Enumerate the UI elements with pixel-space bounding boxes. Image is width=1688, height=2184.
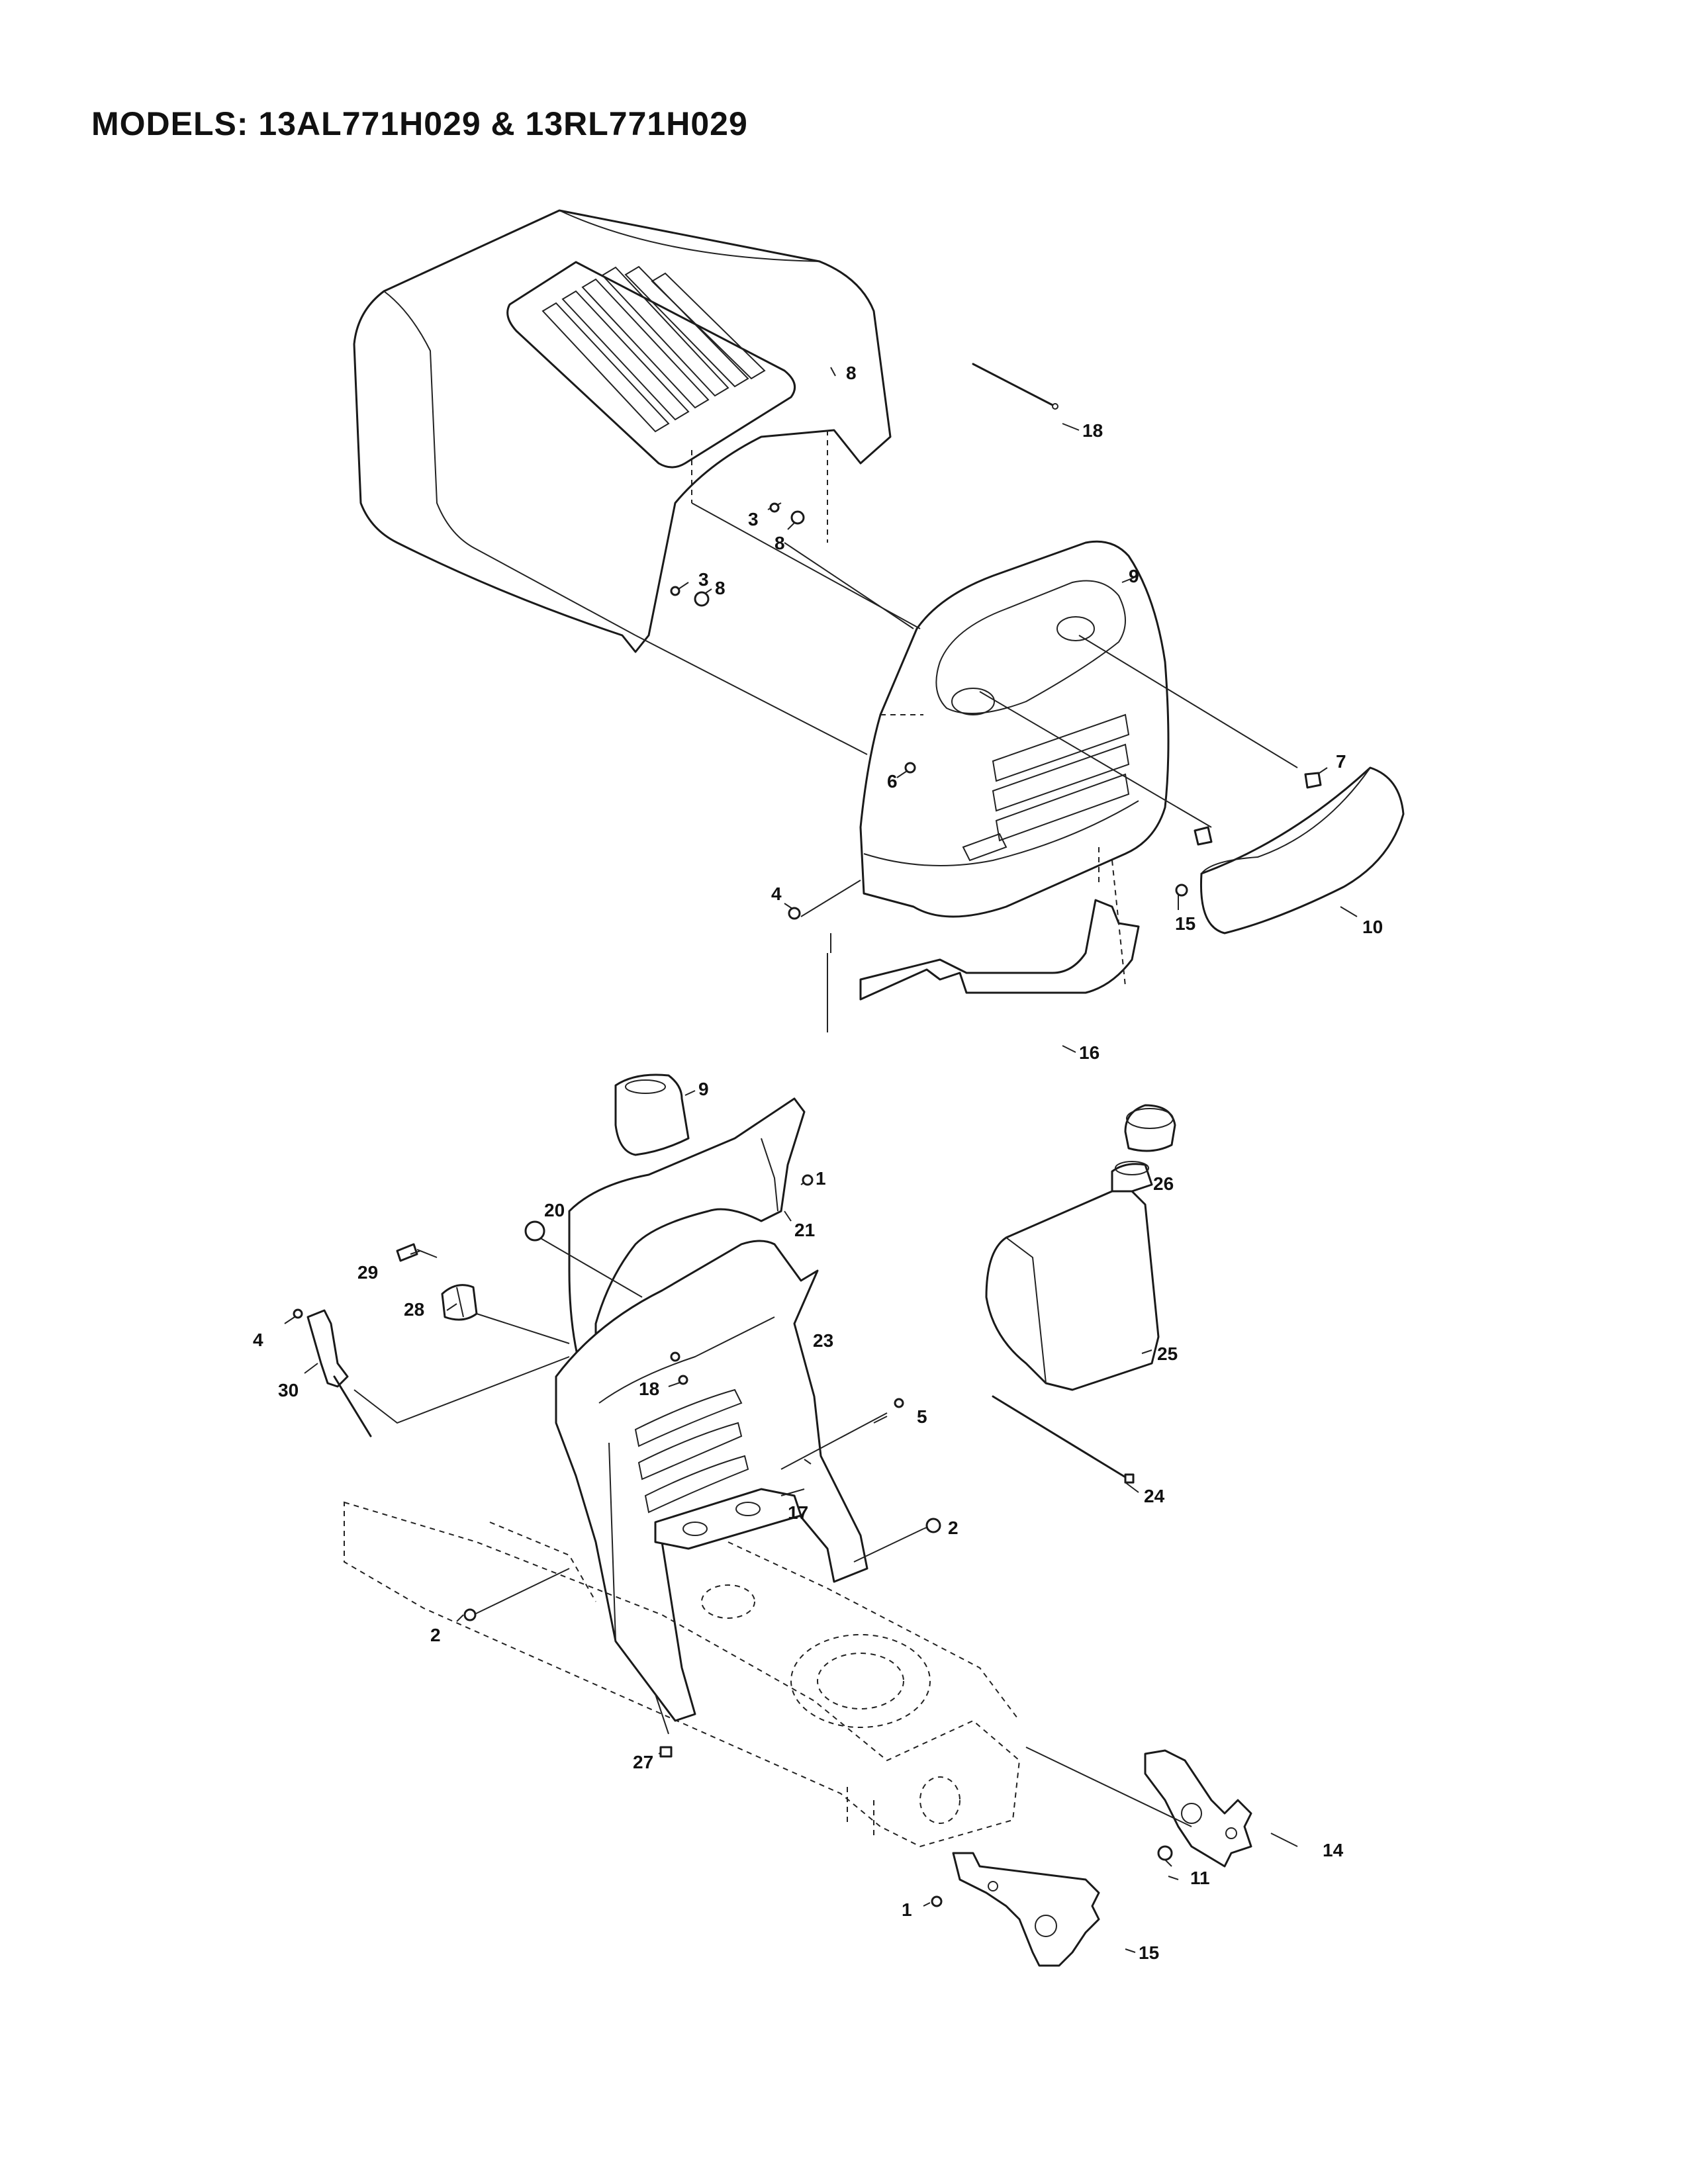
pin-part <box>972 363 1058 410</box>
grille-housing-part <box>859 540 1170 918</box>
callout-25: 25 <box>1157 1343 1178 1364</box>
callout-5: 5 <box>917 1406 927 1427</box>
chassis-frame <box>344 1501 1021 1848</box>
callout-8a: 8 <box>774 533 785 553</box>
callout-10: 10 <box>1362 917 1383 937</box>
callout-14: 14 <box>1323 1840 1344 1860</box>
steering-cap-part <box>614 1073 690 1156</box>
right-bracket-part <box>1144 1749 1252 1868</box>
callout-3b: 3 <box>698 569 709 590</box>
callout-29: 29 <box>357 1262 378 1283</box>
callout-15: 15 <box>1139 1942 1159 1963</box>
callout-24: 24 <box>1144 1486 1165 1506</box>
hood-part <box>353 209 892 653</box>
front-bumper-part <box>1199 766 1405 934</box>
callout-27: 27 <box>633 1752 653 1772</box>
callout-4a: 4 <box>771 884 782 904</box>
callout-6: 6 <box>887 771 898 792</box>
callout-23: 23 <box>813 1330 833 1351</box>
callout-20: 20 <box>544 1200 565 1220</box>
callout-12: 8 <box>846 363 857 383</box>
grille-bracket-part <box>859 847 1140 1001</box>
fuel-tank-part <box>985 1161 1160 1391</box>
callout-17: 17 <box>788 1502 808 1523</box>
callout-3a: 3 <box>748 509 759 529</box>
callout-1b: 1 <box>902 1899 912 1920</box>
callout-19: 15 <box>1175 913 1196 934</box>
throttle-lever-part <box>306 1309 372 1437</box>
tie-strap-part <box>992 1395 1135 1484</box>
callout-7: 7 <box>1336 751 1346 772</box>
callout-4b: 4 <box>253 1330 263 1350</box>
callout-8b: 8 <box>715 578 726 598</box>
fasteners-lower <box>293 1174 1173 1907</box>
callout-18: 18 <box>639 1379 659 1399</box>
callout-16: 16 <box>1079 1042 1100 1063</box>
dash-main-panel-part <box>555 1240 868 1722</box>
callout-11: 11 <box>1190 1868 1210 1888</box>
callout-22: 18 <box>1082 420 1103 441</box>
callout-13: 9 <box>1129 566 1139 586</box>
callout-28: 28 <box>404 1299 424 1320</box>
callout-30: 30 <box>278 1380 299 1400</box>
callout-26: 26 <box>1153 1173 1174 1194</box>
callout-21: 21 <box>794 1220 815 1240</box>
fasteners-upper <box>670 502 1322 920</box>
callout-9: 9 <box>698 1079 709 1099</box>
callout-1a: 1 <box>816 1168 826 1189</box>
callout-labels: 8 18 3 8 3 8 9 7 6 4 15 10 16 9 26 1 20 … <box>253 363 1383 1963</box>
callout-2a: 2 <box>948 1518 959 1538</box>
models-title: MODELS: 13AL771H029 & 13RL771H029 <box>91 105 748 142</box>
left-bracket-part <box>952 1852 1100 1967</box>
callout-2b: 2 <box>430 1625 441 1645</box>
fuel-cap-part <box>1124 1104 1176 1152</box>
ignition-switch-part <box>441 1284 478 1321</box>
